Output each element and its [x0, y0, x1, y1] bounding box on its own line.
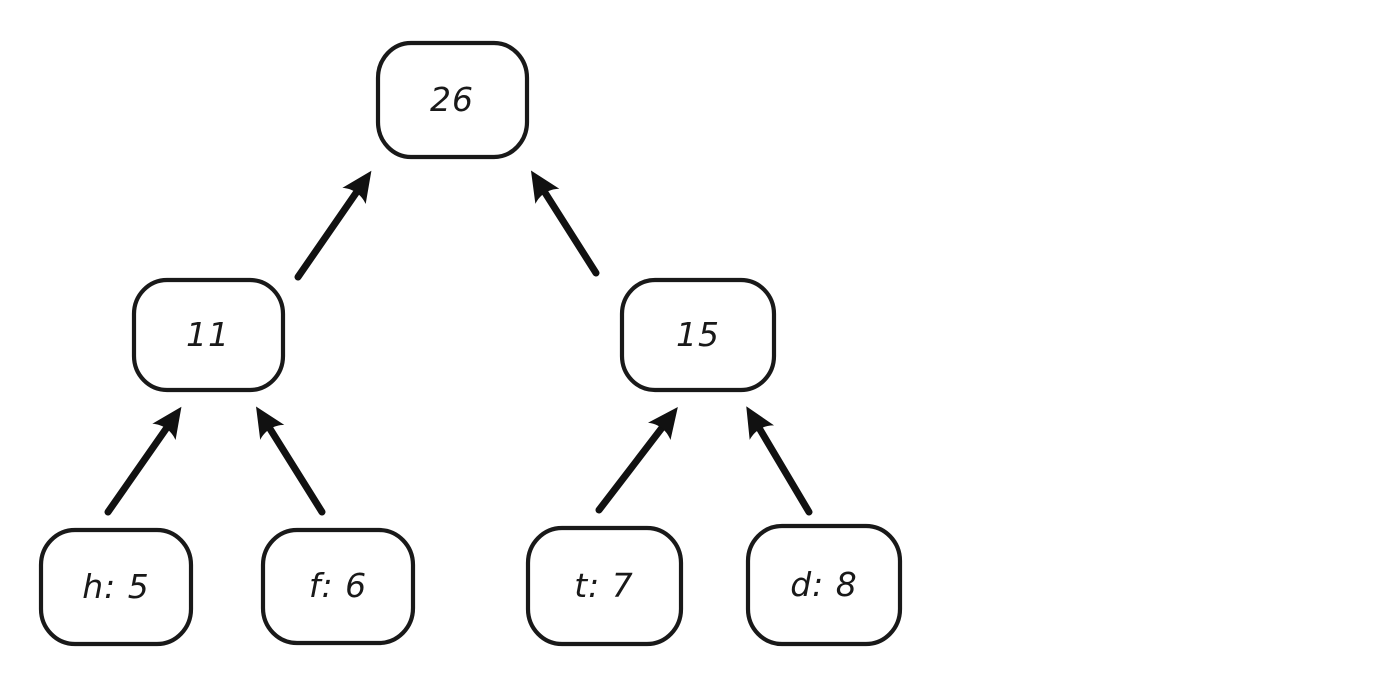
node-label-root: 26: [430, 80, 474, 119]
tree-node-leaf-t: t: 7: [525, 525, 684, 647]
tree-node-leaf-d: d: 8: [745, 523, 903, 647]
node-label-leaf-d: d: 8: [790, 565, 858, 604]
arrow-t7-to-15: [595, 407, 678, 514]
node-box-root: [375, 40, 530, 160]
arrow-d8-to-15: [746, 406, 813, 516]
arrow-11-to-26: [294, 170, 372, 281]
node-label-internal-right: 15: [676, 315, 720, 354]
node-box-leaf-h: [38, 527, 194, 647]
node-box-leaf-f: [260, 527, 416, 646]
node-box-internal-right: [619, 277, 777, 393]
tree-node-internal-left: 11: [131, 277, 286, 393]
node-label-internal-left: 11: [186, 315, 230, 354]
node-box-internal-left: [131, 277, 286, 393]
tree-node-leaf-h: h: 5: [38, 527, 194, 647]
tree-node-leaf-f: f: 6: [260, 527, 416, 646]
arrow-15-to-26: [530, 170, 600, 277]
node-box-leaf-d: [745, 523, 903, 647]
node-label-leaf-h: h: 5: [82, 567, 150, 606]
tree-edges: [104, 170, 813, 516]
node-label-leaf-t: t: 7: [574, 566, 634, 605]
arrow-f6-to-11: [256, 406, 326, 516]
node-label-leaf-f: f: 6: [309, 566, 367, 605]
tree-node-root: 26: [375, 40, 530, 160]
tree-node-internal-right: 15: [619, 277, 777, 393]
node-box-leaf-t: [525, 525, 684, 647]
arrow-h5-to-11: [104, 406, 182, 516]
